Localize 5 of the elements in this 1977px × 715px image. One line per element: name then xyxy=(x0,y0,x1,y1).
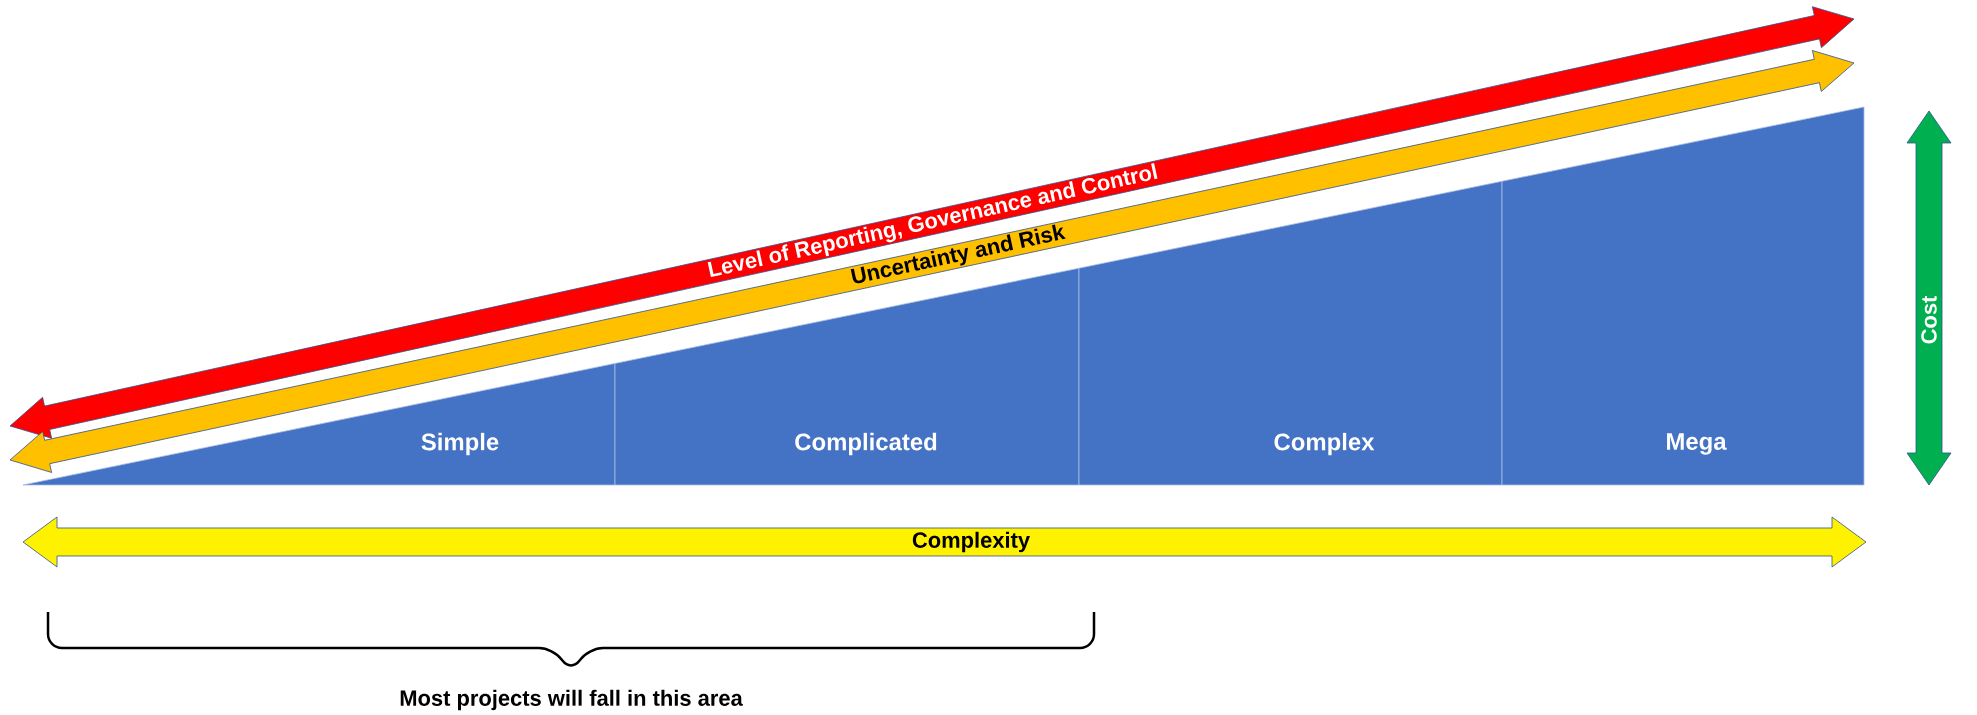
arrow-label: Complexity xyxy=(912,531,1030,553)
segment-band: Simple xyxy=(22,363,616,486)
arrow-label: Cost xyxy=(1921,295,1937,344)
brace-label: Most projects will fall in this area xyxy=(400,689,743,711)
segment-band: Mega xyxy=(1501,106,1865,486)
